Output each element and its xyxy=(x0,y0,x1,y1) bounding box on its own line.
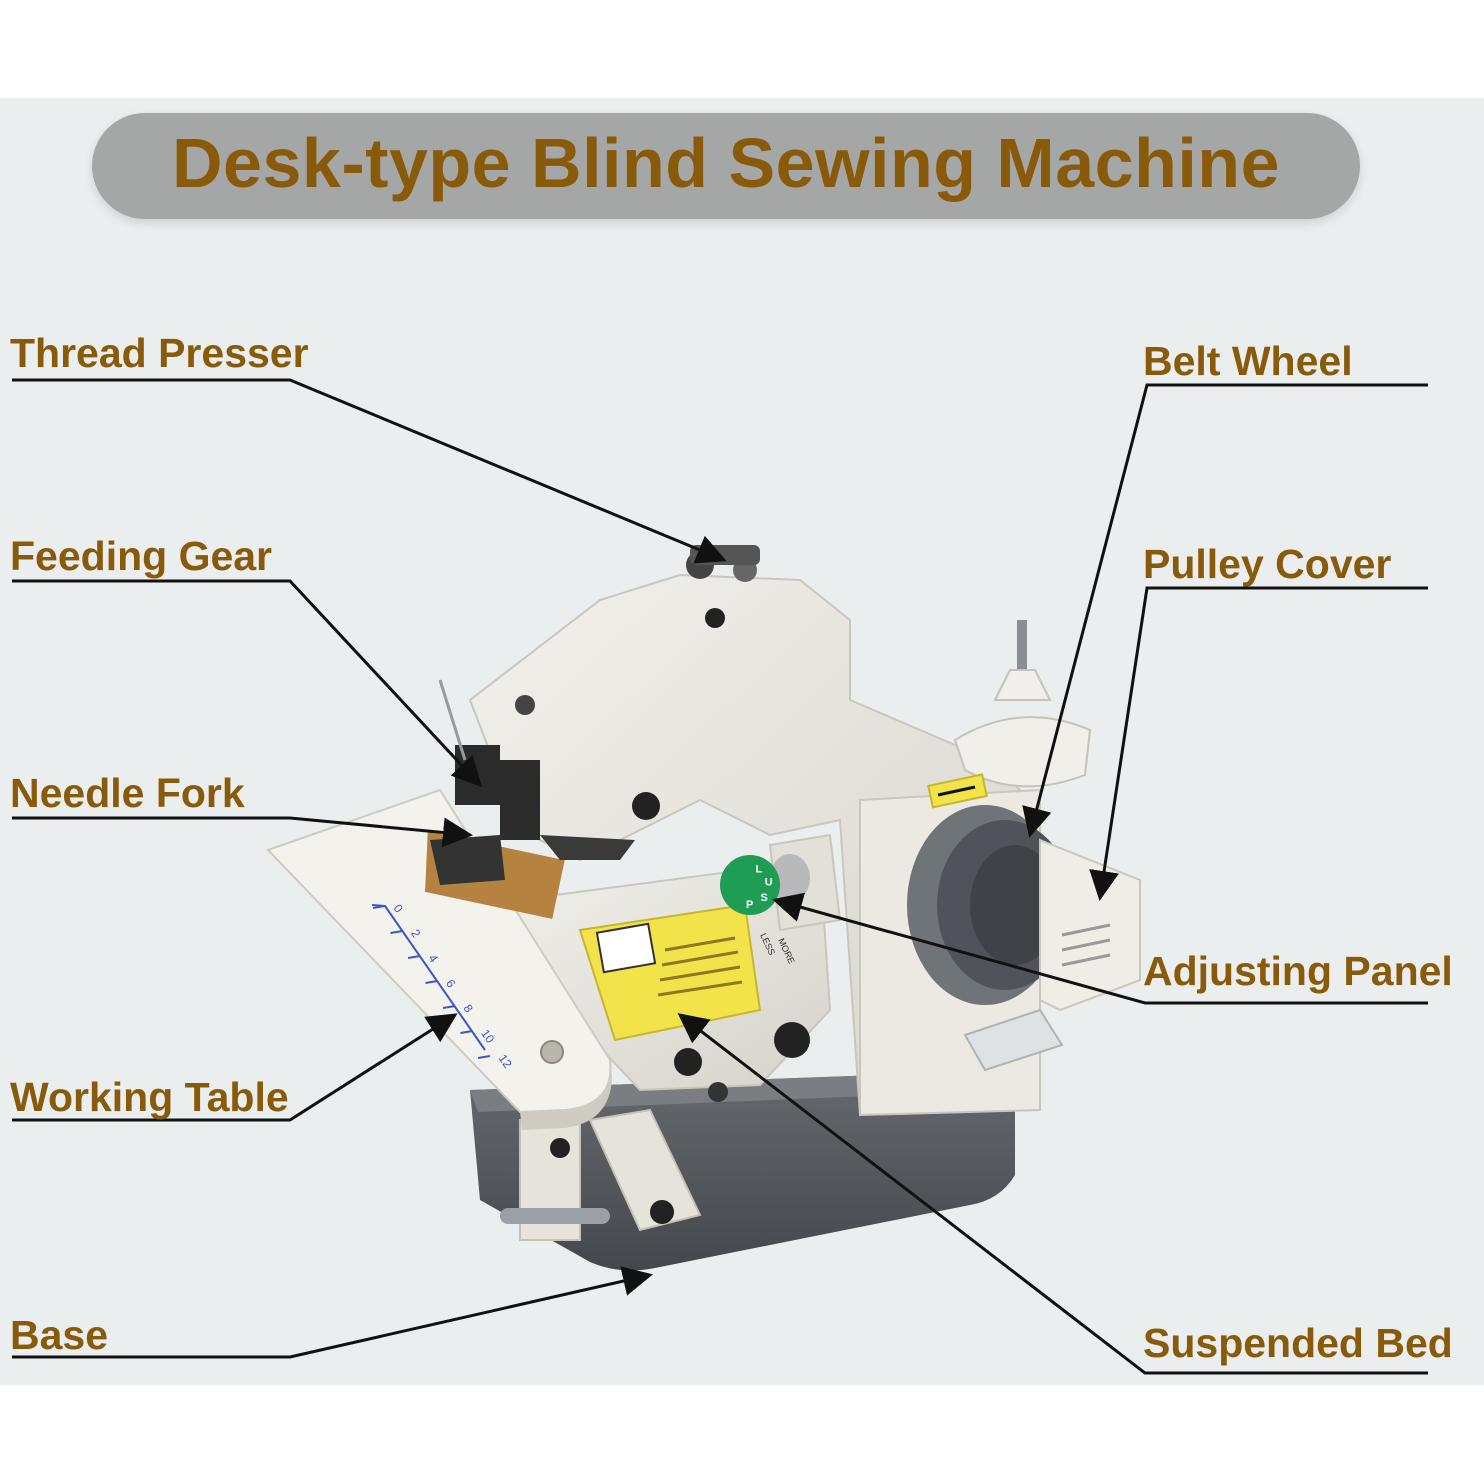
label-feeding-gear: Feeding Gear xyxy=(10,533,273,579)
leader-needle-fork xyxy=(12,816,473,848)
leader-base xyxy=(12,1266,653,1359)
adjusting-dial xyxy=(720,833,842,932)
ruler-tick xyxy=(407,955,421,959)
leader-pulley-cover xyxy=(1089,586,1428,901)
leader-feeding-gear xyxy=(12,579,483,788)
label-base: Base xyxy=(10,1312,109,1358)
diagram-title: Desk-type Blind Sewing Machine xyxy=(172,124,1280,202)
thread-stand xyxy=(953,620,1092,788)
leader-belt-wheel xyxy=(1022,383,1428,838)
leader-adjusting-panel xyxy=(772,892,1428,1005)
ruler-tick xyxy=(372,905,386,909)
dial-letter: S xyxy=(761,892,768,904)
leader-working-table xyxy=(12,1013,458,1122)
qr-code xyxy=(595,922,657,974)
ruler-tick xyxy=(425,980,438,984)
title-banner xyxy=(92,113,1360,219)
ruler-tick xyxy=(460,1030,473,1034)
label-needle-fork: Needle Fork xyxy=(10,770,245,816)
ruler-tick xyxy=(442,1005,456,1009)
leader-lines xyxy=(12,378,1428,1375)
label-pulley-cover: Pulley Cover xyxy=(1143,541,1392,587)
label-belt-wheel: Belt Wheel xyxy=(1143,338,1353,384)
front-shaft-assembly xyxy=(500,1108,702,1241)
dial-letter: P xyxy=(746,899,753,911)
label-suspended-bed: Suspended Bed xyxy=(1143,1320,1453,1366)
dial-letter: L xyxy=(756,864,763,876)
leader-thread-presser xyxy=(12,378,727,564)
label-working-table: Working Table xyxy=(10,1074,289,1120)
dial-letter: U xyxy=(765,877,773,889)
ruler-tick xyxy=(390,930,403,934)
leader-suspended-bed xyxy=(677,1013,1428,1375)
label-adjusting-panel: Adjusting Panel xyxy=(1143,948,1453,994)
label-thread-presser: Thread Presser xyxy=(10,330,309,376)
switch-box xyxy=(963,1008,1064,1072)
ruler-tick xyxy=(477,1055,491,1059)
needle-head xyxy=(430,679,635,885)
pulley-cover-part xyxy=(1039,838,1141,1012)
